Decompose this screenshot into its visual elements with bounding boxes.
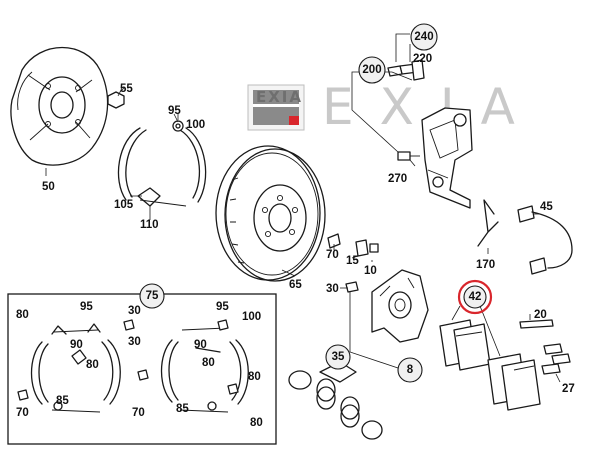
caliper-housing-part [371,269,429,343]
callout-95-inset-left: 95 [80,301,93,313]
callout-95-top: 95 [168,105,181,117]
clip-27-part [541,343,571,375]
shoe-kit-right-part [160,327,249,413]
exia-logo-badge: EXIA [247,84,305,131]
callout-70-upper: 70 [326,249,339,261]
callout-100-top: 100 [186,119,205,131]
exia-badge-text: EXIA [256,88,303,106]
callout-30-inset-a: 30 [128,305,141,317]
callout-20: 20 [534,309,547,321]
callout-200: 200 [358,56,386,84]
callout-55: 55 [120,83,133,95]
guide-pin-part [519,319,554,329]
callout-105: 105 [114,199,134,211]
callout-95-inset-right: 95 [216,301,229,313]
exia-watermark-text: EXIA [322,78,541,136]
callout-80-inset-e: 80 [250,417,263,429]
callout-220: 220 [413,53,432,65]
callout-80-inset-a: 80 [16,309,29,321]
callout-270: 270 [388,173,407,185]
callout-240: 240 [410,23,438,51]
dust-shield-part [10,47,109,166]
callout-35: 35 [325,344,351,370]
caliper-bracket-part [421,107,473,209]
shoe-kit-hardware-part [17,319,239,401]
callout-8-label: 8 [407,364,414,376]
callout-80-inset-d: 80 [248,371,261,383]
bolt-200-part [411,59,425,81]
callout-200-label: 200 [362,64,381,76]
shoe-kit-left-part [30,323,121,413]
callout-10: 10 [364,265,377,277]
callout-90-inset-left: 90 [70,339,83,351]
callout-75-label: 75 [146,290,159,302]
bolt-270-part [397,151,420,161]
callout-100-inset: 100 [242,311,261,323]
callout-30-caliper: 30 [326,283,339,295]
callout-70-inset-a: 70 [16,407,29,419]
callout-42-label: 42 [469,291,482,303]
callout-75: 75 [139,283,165,309]
callout-170: 170 [476,259,495,271]
part-numbers: 220 270 55 50 95 100 105 110 65 70 15 10… [16,53,575,429]
bleeder-screw-part [327,233,379,257]
callout-80-inset-c: 80 [202,357,215,369]
callout-90-inset-right: 90 [194,339,207,351]
callout-27: 27 [562,383,575,395]
highlight-ring [457,279,493,315]
leader-lines [45,33,561,383]
callout-70-inset-b: 70 [132,407,145,419]
callout-8: 8 [397,357,423,383]
callout-80-inset-b: 80 [86,359,99,371]
callout-110: 110 [140,219,159,231]
pad-spring-part [477,199,499,247]
wear-sensor-part [517,205,573,275]
callout-50: 50 [42,181,55,193]
brake-disc-part [215,145,326,282]
exia-watermark: EXIA EXIA [247,78,541,136]
bolt-30-part [345,281,359,293]
seal-kit-part [288,361,383,440]
callout-45: 45 [540,201,553,213]
callout-42-highlight: 42 [457,279,493,315]
callout-65: 65 [289,279,302,291]
parking-shoe-part [117,114,207,207]
callout-35-label: 35 [332,351,345,363]
callout-15: 15 [346,255,359,267]
callout-85-inset-left: 85 [56,395,69,407]
shoe-kit-frame [7,293,277,445]
brake-pads-part [439,319,541,411]
callout-85-inset-right: 85 [176,403,189,415]
callout-30-inset-b: 30 [128,336,141,348]
callout-240-label: 240 [414,31,433,43]
